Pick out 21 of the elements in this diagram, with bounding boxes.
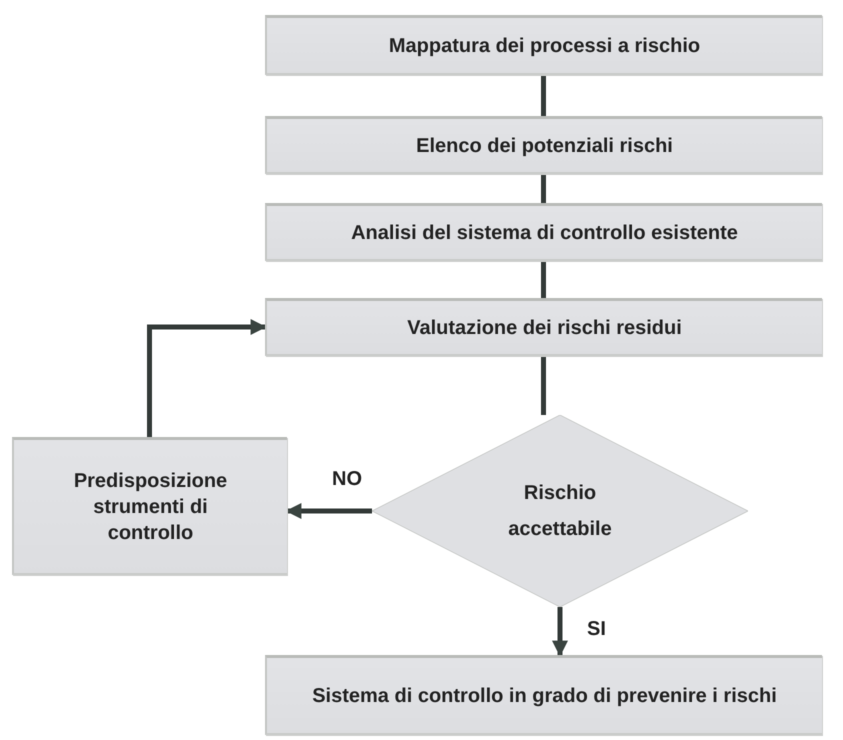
node-text: Elenco dei potenziali rischi xyxy=(415,134,674,158)
node-text: Predisposizione strumenti di controllo xyxy=(72,468,228,546)
connector-line xyxy=(541,75,546,116)
arrow xyxy=(147,319,267,437)
decision-diamond xyxy=(372,415,748,607)
node-text: Mappatura dei processi a rischio xyxy=(388,34,702,58)
process-box xyxy=(265,116,822,174)
connector-line xyxy=(541,174,546,203)
node-text: Valutazione dei rischi residui xyxy=(406,316,683,340)
connector-line xyxy=(541,261,546,298)
process-box xyxy=(265,203,822,261)
node-text: Rischio accettabile xyxy=(507,481,613,542)
process-box xyxy=(265,15,822,75)
node-text: Sistema di controllo in grado di prevenire i rischi xyxy=(311,684,778,708)
process-box xyxy=(12,437,287,575)
connector-line xyxy=(541,356,546,415)
arrow xyxy=(552,607,568,657)
arrow xyxy=(285,503,372,519)
process-box xyxy=(265,655,822,735)
node-text: Analisi del sistema di controllo esistente xyxy=(350,220,739,246)
process-box xyxy=(265,298,822,356)
